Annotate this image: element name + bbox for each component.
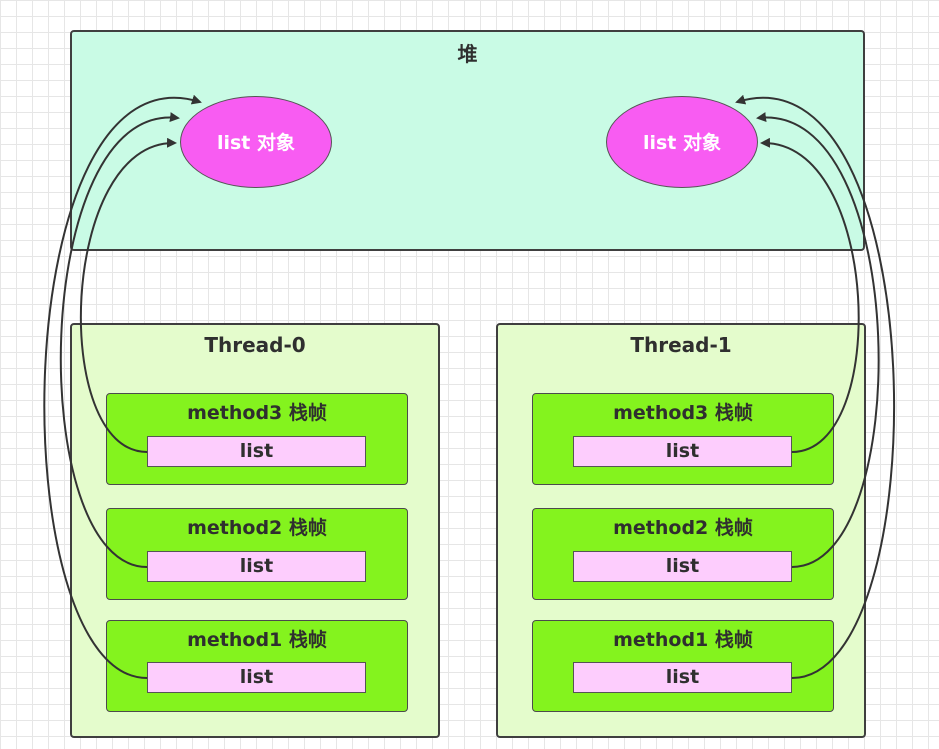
list-variable: list: [573, 551, 792, 582]
heap-title: 堆: [457, 42, 478, 66]
list-object-label: list 对象: [642, 132, 722, 154]
reference-arrow: [43, 94, 202, 679]
variable-label: list: [665, 440, 700, 462]
reference-arrow: [735, 94, 896, 679]
list-variable: list: [573, 662, 792, 693]
frame-title: method3 栈帧: [187, 402, 327, 424]
list-object-left: list 对象: [180, 96, 332, 188]
variable-label: list: [665, 555, 700, 577]
frame-title: method3 栈帧: [613, 402, 753, 424]
list-variable: list: [573, 436, 792, 467]
variable-label: list: [239, 555, 274, 577]
frame-title: method2 栈帧: [187, 517, 327, 539]
frame-title: method1 栈帧: [187, 629, 327, 651]
list-variable: list: [147, 662, 366, 693]
list-variable: list: [147, 436, 366, 467]
frame-title: method1 栈帧: [613, 629, 753, 651]
thread-title: Thread-1: [630, 333, 732, 357]
variable-label: list: [239, 666, 274, 688]
frame-title: method2 栈帧: [613, 517, 753, 539]
reference-arrow: [59, 112, 180, 568]
list-variable: list: [147, 551, 366, 582]
list-object-label: list 对象: [216, 132, 296, 154]
reference-arrow: [756, 112, 880, 568]
thread-title: Thread-0: [204, 333, 306, 357]
variable-label: list: [239, 440, 274, 462]
variable-label: list: [665, 666, 700, 688]
reference-arrow: [79, 137, 177, 453]
list-object-right: list 对象: [606, 96, 758, 188]
reference-arrow: [760, 137, 860, 453]
